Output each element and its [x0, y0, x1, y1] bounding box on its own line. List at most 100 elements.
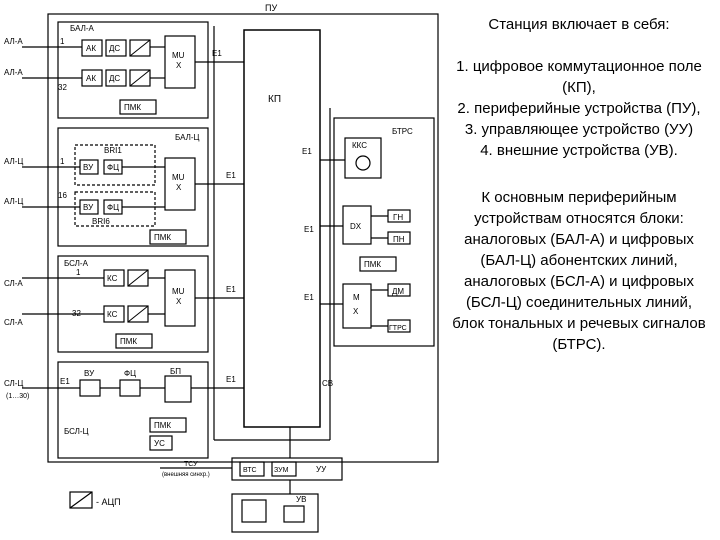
mux-c-line1: MU [172, 173, 185, 182]
num-16-c: 16 [58, 191, 67, 200]
num-1-a: 1 [60, 37, 65, 46]
kks-symbol [355, 155, 371, 171]
pmk-bsl-a [115, 333, 153, 349]
pmk-s-label: ПМК [154, 421, 171, 430]
al-a-label-1: АЛ-А [4, 37, 23, 46]
num-1-c: 1 [60, 157, 65, 166]
pmk-bal-a [119, 99, 157, 115]
bsl-a-block [57, 255, 209, 353]
ak-label-1: АК [86, 44, 96, 53]
uv-terminal [241, 499, 267, 523]
pmk-b-label: ПМК [120, 337, 137, 346]
kp-block [243, 29, 321, 428]
acp-legend-symbol [69, 491, 93, 509]
mux-bsl-line1: MU [172, 287, 185, 296]
e1-label-a: E1 [212, 49, 222, 58]
bal-c-block [57, 127, 209, 247]
vu-label-c1: ВУ [83, 163, 94, 172]
description-item-2: 2. периферийные устройства (ПУ), [457, 100, 701, 117]
uv-printer [283, 505, 305, 523]
kp-label: КП [268, 94, 281, 105]
ks-label-1: КС [107, 274, 118, 283]
e1-label-bsl: E1 [226, 285, 236, 294]
al-a-label-2: АЛ-А [4, 68, 23, 77]
ks-label-2: КС [107, 310, 118, 319]
sv-label: СВ [322, 379, 333, 388]
fc-label-s: ФЦ [124, 369, 136, 378]
acp-legend-label: - АЦП [96, 497, 121, 507]
uu-block [231, 457, 343, 481]
station-block-diagram: ПУ БАЛ-А БАЛ-Ц БСЛ-А БСЛ-Ц БТРС КП АК ДС… [4, 3, 439, 533]
uv-label: УВ [296, 495, 306, 504]
sl-c-label: СЛ-Ц [4, 379, 23, 388]
tsu-note: (внешняя синхр.) [162, 472, 210, 478]
dc-label-1: ДС [109, 44, 120, 53]
bri1-box [74, 144, 156, 186]
vu-box-s [79, 379, 101, 397]
bp-box [164, 375, 192, 403]
bsl-c-label: БСЛ-Ц [64, 427, 89, 436]
fc-label-c2: ФЦ [107, 203, 119, 212]
mux-c-line2: X [176, 183, 182, 192]
sl-c-range: (1…30) [6, 393, 29, 400]
pmk-bal-c [149, 229, 187, 245]
e1-label-slc: E1 [60, 377, 70, 386]
num-32-bsl: 32 [72, 309, 81, 318]
num-32-a: 32 [58, 83, 67, 92]
mx-line1: М [353, 293, 360, 302]
ak-label-2: АК [86, 74, 96, 83]
e1-label-dx: E1 [304, 225, 314, 234]
vtc-box [239, 461, 265, 477]
e1-label-c: E1 [226, 171, 236, 180]
dc-label-2: ДС [109, 74, 120, 83]
e1-label-bslc: E1 [226, 375, 236, 384]
al-c-label-2: АЛ-Ц [4, 197, 23, 206]
sl-a-label-1: СЛ-А [4, 279, 23, 288]
dc-box-1 [105, 39, 127, 57]
description-item-3: 3. управляющее устройство (УУ) [464, 121, 694, 138]
uu-label: УУ [316, 465, 327, 474]
bsl-c-block [57, 361, 209, 459]
pn-label: ПН [393, 235, 405, 244]
dm-label: ДМ [392, 287, 404, 296]
fc-box-s [119, 379, 141, 397]
bri1-label: BRI1 [104, 146, 122, 155]
bp-label: БП [170, 367, 181, 376]
dx-label: DX [350, 222, 362, 231]
description-item-4: 4. внешние устройства (УВ). [480, 142, 678, 159]
vu-label-s: ВУ [84, 369, 95, 378]
us-label: УС [154, 439, 165, 448]
sl-a-label-2: СЛ-А [4, 318, 23, 327]
dc-box-2 [105, 69, 127, 87]
num-1-bsl: 1 [76, 268, 81, 277]
al-c-label-1: АЛ-Ц [4, 157, 23, 166]
ak-box-1 [81, 39, 103, 57]
zum-box [271, 461, 297, 477]
vu-label-c2: ВУ [83, 203, 94, 212]
mux-bsl-line2: X [176, 297, 182, 306]
description-panel: Станция включает в себя: 1. цифровое ком… [448, 14, 710, 355]
kks-label: ККС [352, 141, 367, 150]
acp-box-1 [129, 39, 151, 57]
mx-box [342, 283, 372, 329]
pmk-btrs [359, 256, 397, 272]
gn-label: ГН [393, 213, 403, 222]
bsl-a-label: БСЛ-А [64, 259, 89, 268]
bri6-label: BRI6 [92, 217, 110, 226]
e1-label-mx: E1 [304, 293, 314, 302]
btrs-label: БТРС [392, 127, 413, 136]
zum-label: ЗУМ [274, 467, 289, 474]
gtrs-label: ГТРС [389, 325, 407, 332]
description-intro: Станция включает в себя: [488, 16, 670, 33]
pu-label: ПУ [265, 3, 277, 13]
pmk-btrs-label: ПМК [364, 260, 381, 269]
kks-box [344, 137, 382, 179]
bri6-box [74, 191, 156, 227]
description-summary: К основным периферийным устройствам отно… [452, 189, 706, 353]
uv-block [231, 493, 319, 533]
bal-a-block [57, 21, 209, 119]
mux-a-line2: X [176, 61, 182, 70]
us-box [149, 435, 173, 451]
mux-a-line1: MU [172, 51, 185, 60]
tsu-label: ТСУ [184, 461, 198, 468]
